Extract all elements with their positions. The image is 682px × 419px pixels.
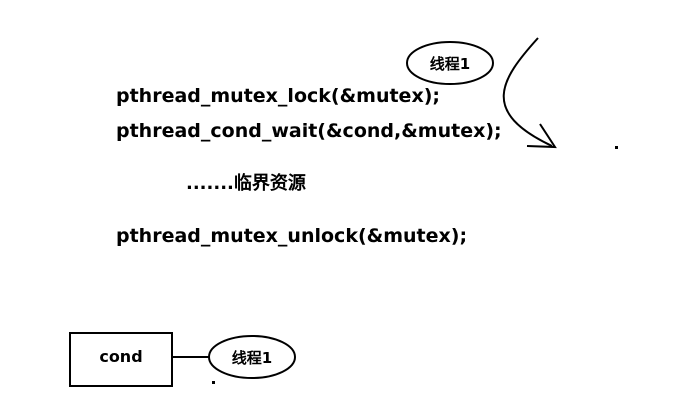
thread-label-top: 线程1: [429, 54, 471, 73]
code-line-critical-resource: .......临界资源: [186, 173, 306, 194]
code-line-cond-wait: pthread_cond_wait(&cond,&mutex);: [116, 120, 502, 142]
code-line-mutex-lock: pthread_mutex_lock(&mutex);: [116, 85, 440, 107]
thread-label-bottom: 线程1: [231, 348, 273, 367]
code-line-mutex-unlock: pthread_mutex_unlock(&mutex);: [116, 225, 468, 247]
stray-mark: [212, 381, 215, 384]
flow-arrow-head: [526, 123, 557, 149]
stray-dot: [615, 146, 618, 149]
flow-arrow-curve: [502, 37, 553, 147]
cond-box: cond: [69, 332, 173, 387]
cond-box-label: cond: [99, 347, 143, 366]
